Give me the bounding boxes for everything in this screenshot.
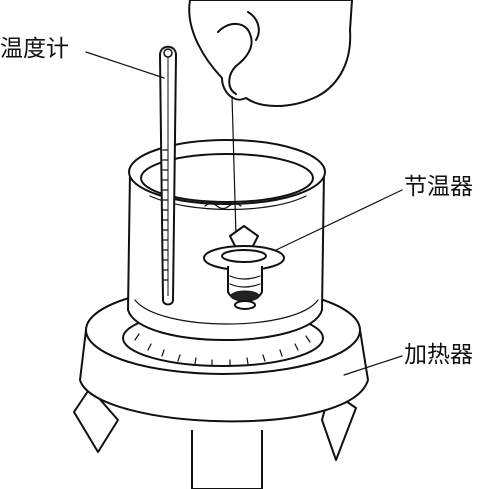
thermostat-valve (230, 290, 260, 302)
leader-heater (343, 355, 403, 376)
label-heater: 加热器 (404, 342, 473, 368)
label-thermostat: 节温器 (404, 174, 473, 200)
hand-thumb (228, 65, 237, 95)
leader-lines (85, 51, 403, 376)
hand-icon (188, 0, 353, 107)
thermostat-icon (203, 225, 285, 310)
thermometer-scale (162, 149, 169, 281)
beaker-bottom-line (134, 299, 319, 325)
leader-thermostat (275, 189, 403, 251)
heater-dial-ticks (134, 333, 311, 367)
beaker-rim (128, 139, 326, 205)
hand-outline (188, 0, 353, 107)
label-thermometer: 温度计 (0, 36, 69, 62)
thermometer-icon (159, 45, 177, 306)
hand-finger (217, 23, 253, 67)
heater-leg-front (191, 430, 263, 489)
leader-thermometer (85, 51, 165, 79)
suspension-string (231, 95, 237, 237)
beaker-inner-rim (140, 153, 314, 203)
thermometer-top-bulb (163, 48, 173, 58)
thermostat-flange-inner (221, 249, 267, 263)
heater-leg-left (73, 387, 119, 453)
beaker-icon (127, 139, 326, 341)
hand-knuckle (247, 11, 260, 41)
thermostat-base (234, 300, 256, 310)
thermostat-spring (229, 275, 261, 288)
